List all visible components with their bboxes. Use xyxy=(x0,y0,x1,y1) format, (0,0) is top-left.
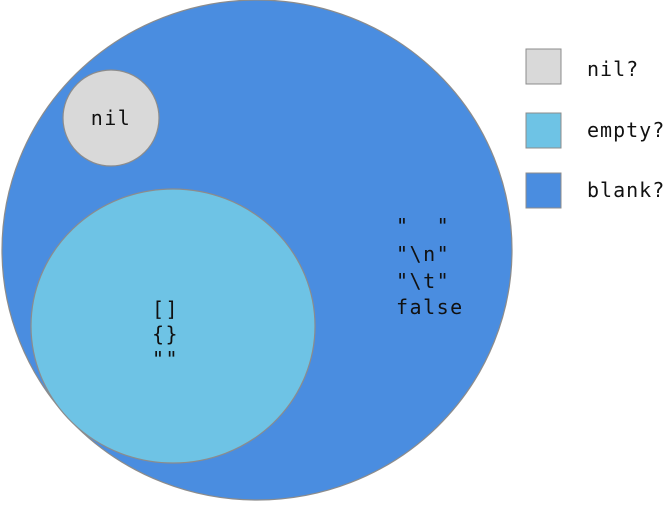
empty-item-braces: {} xyxy=(152,322,179,346)
blank-item-newline-string: "\n" xyxy=(396,242,450,266)
blank-item-spaces-string: " " xyxy=(396,214,450,238)
legend: nil? empty? blank? xyxy=(525,48,665,209)
legend-label-nil: nil? xyxy=(587,57,639,81)
legend-swatch-nil xyxy=(525,48,562,85)
nil-circle xyxy=(62,69,160,167)
empty-item-brackets: [] xyxy=(152,297,179,321)
legend-swatch-blank xyxy=(525,172,562,209)
blank-item-false: false xyxy=(396,295,464,319)
nil-circle-label: nil xyxy=(91,106,132,130)
legend-label-empty: empty? xyxy=(587,118,665,142)
legend-label-blank: blank? xyxy=(587,178,665,202)
empty-circle xyxy=(30,188,316,464)
empty-item-empty-string: "" xyxy=(152,347,179,371)
blank-item-tab-string: "\t" xyxy=(396,269,450,293)
legend-swatch-empty xyxy=(525,112,562,149)
